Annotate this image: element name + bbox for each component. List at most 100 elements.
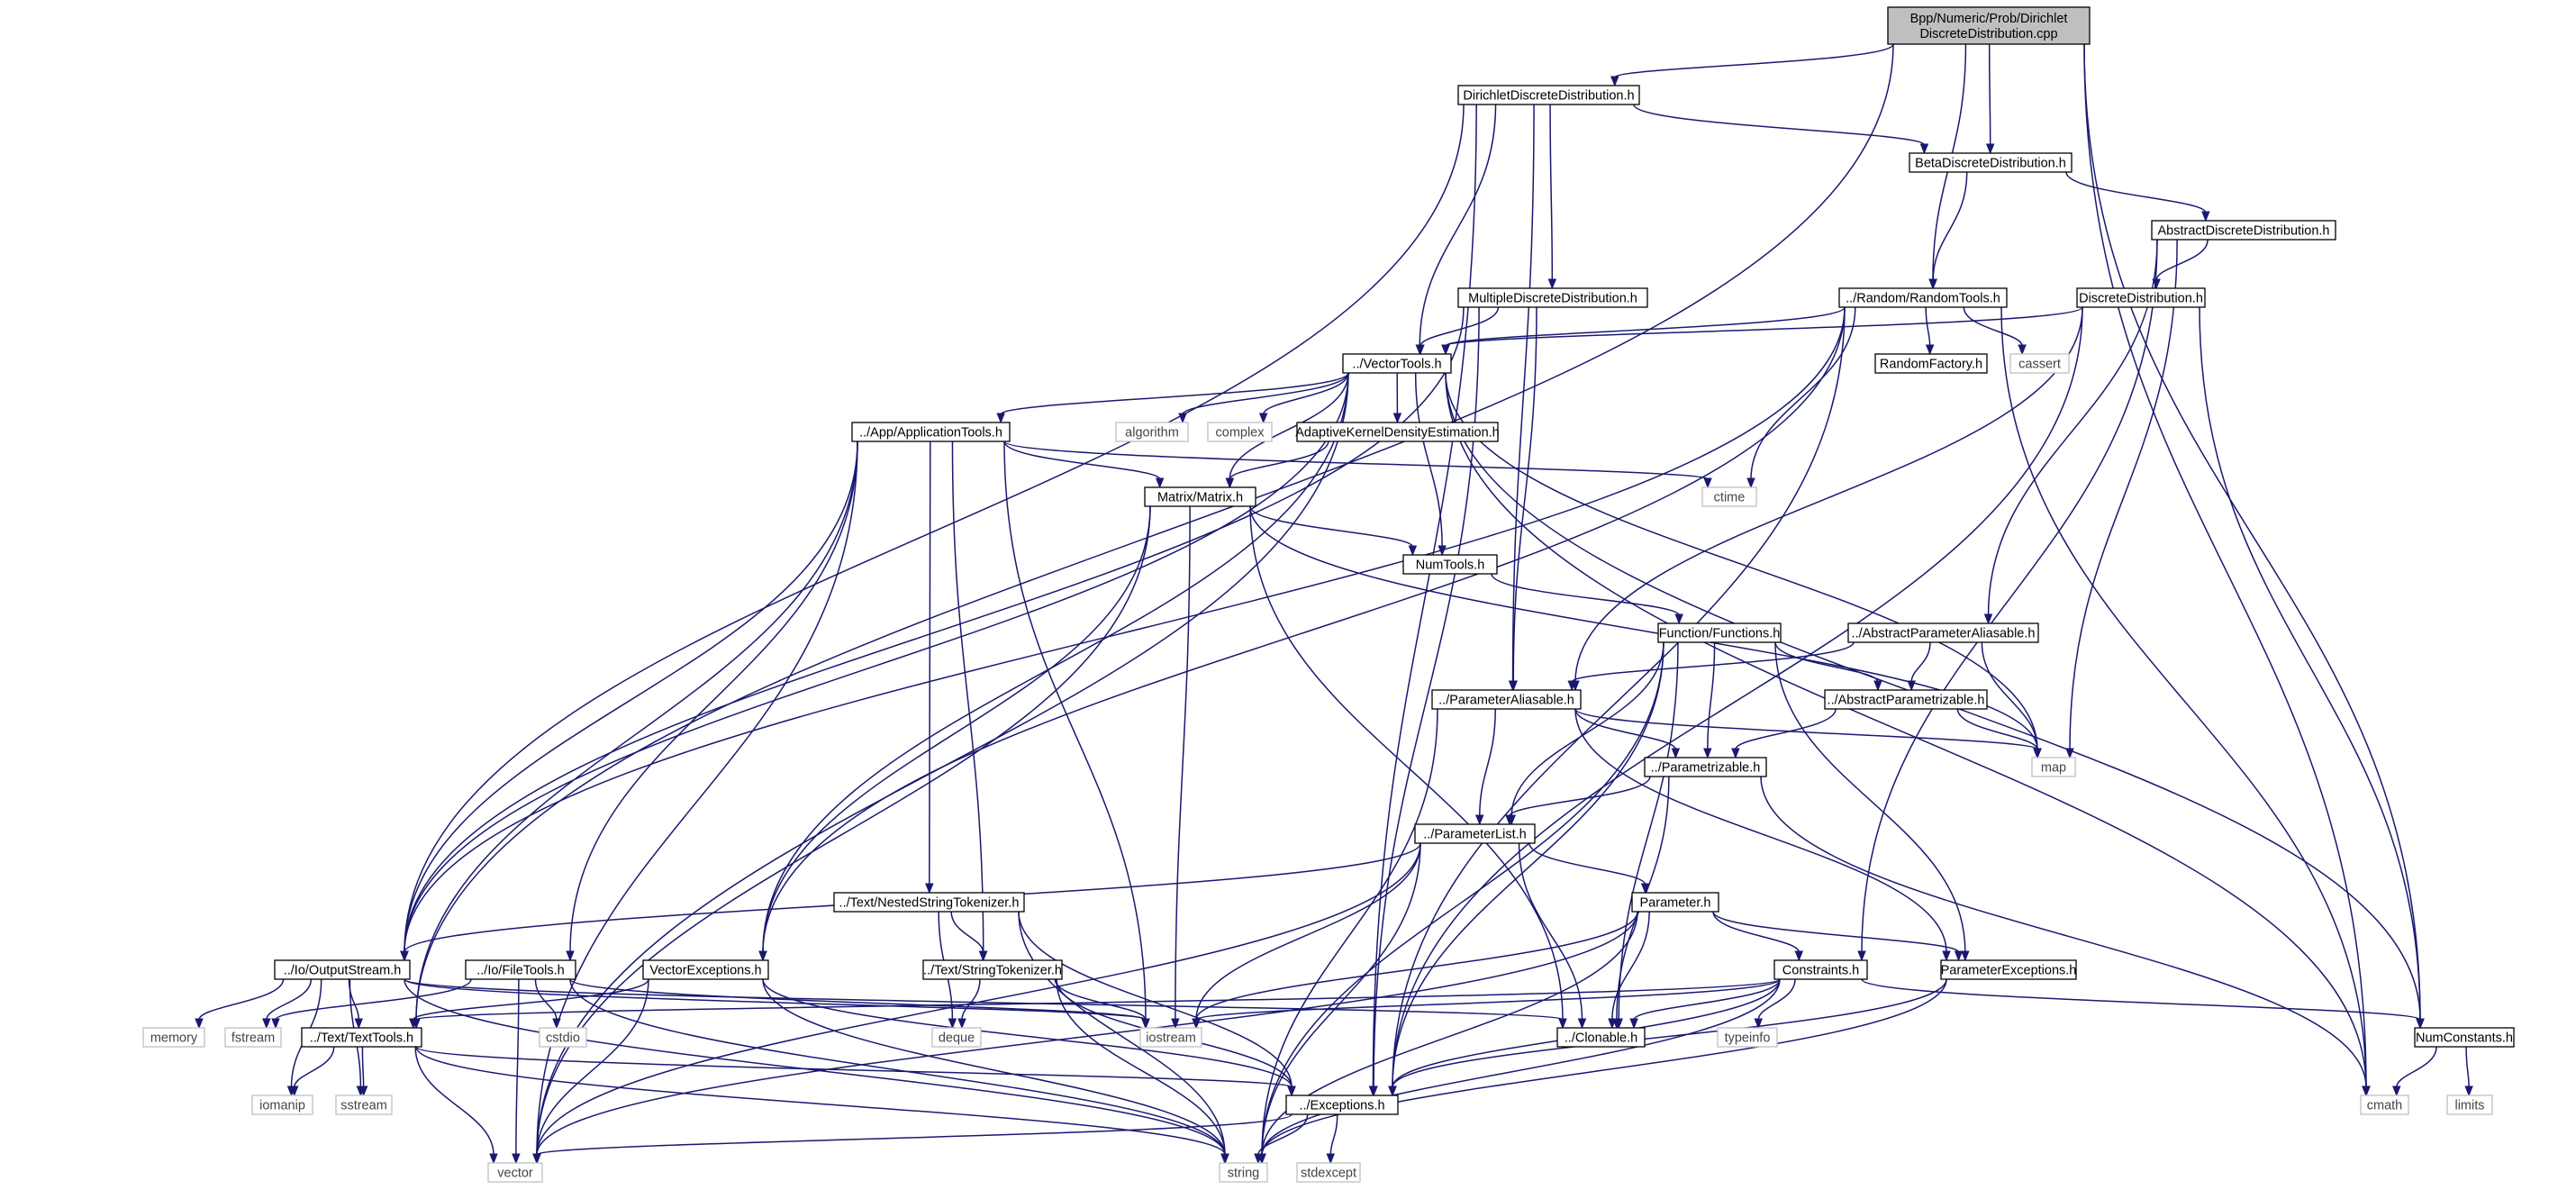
node-apptools[interactable]: ../App/ApplicationTools.h	[851, 422, 1011, 442]
edge-arrowhead	[1629, 1018, 1638, 1030]
edge-arrowhead	[1954, 950, 1964, 962]
edge-arrowhead	[1731, 748, 1740, 759]
node-label: ../AbstractParametrizable.h	[1828, 694, 1985, 708]
node-abspa[interactable]: ../AbstractParameterAliasable.h	[1847, 622, 2039, 643]
edge-matrix-to-clonable	[1249, 505, 1567, 1030]
node-label: BetaDiscreteDistribution.h	[1915, 157, 2066, 171]
edge-line	[1261, 911, 1638, 1156]
node-matrix[interactable]: Matrix/Matrix.h	[1144, 486, 1256, 507]
node-absparam[interactable]: ../AbstractParametrizable.h	[1824, 689, 1988, 710]
edge-line	[1707, 641, 1716, 750]
node-filetools[interactable]: ../Io/FileTools.h	[465, 959, 576, 980]
edge-line	[415, 1046, 1293, 1088]
edge-arrowhead	[1258, 413, 1268, 424]
edge-line	[762, 372, 1349, 953]
node-box	[1296, 422, 1499, 442]
edge-line	[1414, 372, 1443, 548]
node-box	[301, 1027, 422, 1048]
node-box	[1115, 422, 1189, 442]
edge-absdisc-to-discdist	[2152, 239, 2209, 290]
edge-line	[1003, 441, 1161, 480]
node-root[interactable]: Bpp/Numeric/Prob/DirichletDiscreteDistri…	[1887, 6, 2091, 45]
node-random[interactable]: ../Random/RandomTools.h	[1838, 287, 2008, 308]
edge-exceptions-to-stdexcept	[1326, 1113, 1338, 1165]
edge-line	[1445, 306, 2083, 347]
edge-arrowhead	[1567, 680, 1576, 692]
edge-arrowhead	[1558, 1018, 1567, 1030]
node-numconst[interactable]: NumConstants.h	[2414, 1027, 2515, 1048]
node-box	[487, 1162, 543, 1183]
edge-strtok-to-deque	[957, 978, 981, 1030]
node-strtok[interactable]: ../Text/StringTokenizer.h	[922, 959, 1063, 980]
node-randfac[interactable]: RandomFactory.h	[1874, 353, 1988, 374]
edge-line	[404, 441, 858, 953]
edge-functions-to-string	[1257, 641, 1664, 1165]
edge-absdisc-to-constraints	[1857, 239, 2158, 962]
node-paramlist[interactable]: ../ParameterList.h	[1414, 823, 1536, 844]
node-label: ../Parametrizable.h	[1651, 761, 1761, 776]
edge-arrowhead	[195, 1018, 204, 1030]
edge-arrowhead	[566, 950, 575, 962]
edge-paramal-to-parametrizable	[1574, 708, 1681, 759]
node-box	[1285, 1095, 1399, 1115]
edge-multi-to-paramal	[1509, 306, 1537, 692]
edge-paramlist-to-vector	[532, 842, 1421, 1165]
edge-arrowhead	[400, 950, 409, 962]
edge-vectools-to-complex	[1258, 372, 1349, 424]
node-paramal[interactable]: ../ParameterAliasable.h	[1431, 689, 1582, 710]
node-box	[2414, 1027, 2515, 1048]
node-texttools[interactable]: ../Text/TextTools.h	[301, 1027, 422, 1048]
edge-line	[361, 1046, 365, 1088]
edge-line	[1574, 708, 2038, 750]
edge-paramal-to-map	[1574, 708, 2042, 759]
edge-line	[569, 441, 858, 953]
node-numtools[interactable]: NumTools.h	[1402, 554, 1498, 575]
node-box	[1701, 486, 1757, 507]
edge-arrowhead	[957, 1018, 966, 1030]
edge-arrowhead	[1155, 477, 1165, 489]
edge-arrowhead	[409, 1018, 418, 1030]
node-box	[922, 959, 1063, 980]
edge-parameter-to-constraints	[1712, 911, 1804, 962]
node-exceptions[interactable]: ../Exceptions.h	[1285, 1095, 1399, 1115]
node-parameter[interactable]: Parameter.h	[1631, 892, 1719, 913]
edge-line	[1261, 708, 1438, 1156]
node-label: ../ParameterAliasable.h	[1438, 694, 1574, 708]
edge-line	[404, 978, 1564, 1021]
edge-outstream-to-memory	[195, 978, 285, 1030]
node-adaptive[interactable]: AdaptiveKernelDensityEstimation.h	[1295, 422, 1500, 442]
node-outstream[interactable]: ../Io/OutputStream.h	[274, 959, 411, 980]
node-discdist[interactable]: DiscreteDistribution.h	[2076, 287, 2206, 308]
node-constraints[interactable]: Constraints.h	[1773, 959, 1868, 980]
edge-line	[1618, 641, 1679, 1021]
edge-filetools-to-cstdio	[534, 978, 561, 1030]
edge-arrowhead	[1942, 950, 1951, 962]
edge-arrowhead	[358, 1086, 368, 1097]
node-clonable[interactable]: ../Clonable.h	[1556, 1027, 1646, 1048]
node-paramexc[interactable]: ParameterExceptions.h	[1940, 959, 2077, 980]
edge-functions-to-clonable	[1614, 641, 1679, 1030]
node-label: DirichletDiscreteDistribution.h	[1463, 89, 1634, 104]
node-box	[1414, 823, 1536, 844]
node-dirichlet_h[interactable]: DirichletDiscreteDistribution.h	[1457, 85, 1640, 105]
node-vectools[interactable]: ../VectorTools.h	[1342, 353, 1452, 374]
node-label: DiscreteDistribution.h	[2079, 292, 2203, 306]
node-beta[interactable]: BetaDiscreteDistribution.h	[1909, 152, 2073, 173]
edge-parametrizable-to-cmath	[1760, 776, 2371, 1097]
node-nested[interactable]: ../Text/NestedStringTokenizer.h	[833, 892, 1025, 913]
edge-arrowhead	[1369, 1086, 1378, 1097]
node-box	[931, 1027, 982, 1048]
edge-line	[404, 306, 1846, 953]
node-multi[interactable]: MultipleDiscreteDistribution.h	[1457, 287, 1648, 308]
edge-line	[1633, 104, 1926, 146]
node-functions[interactable]: Function/Functions.h	[1657, 622, 1782, 643]
node-box	[1644, 757, 1767, 777]
edge-line	[1018, 911, 1226, 1156]
edge-line	[1574, 306, 2083, 683]
edge-arrowhead	[354, 1018, 364, 1030]
node-parametrizable[interactable]: ../Parametrizable.h	[1644, 757, 1767, 777]
edge-arrowhead	[2018, 344, 2027, 356]
node-absdisc[interactable]: AbstractDiscreteDistribution.h	[2151, 220, 2336, 241]
edge-line	[762, 978, 1293, 1088]
node-vecexc[interactable]: VectorExceptions.h	[642, 959, 769, 980]
